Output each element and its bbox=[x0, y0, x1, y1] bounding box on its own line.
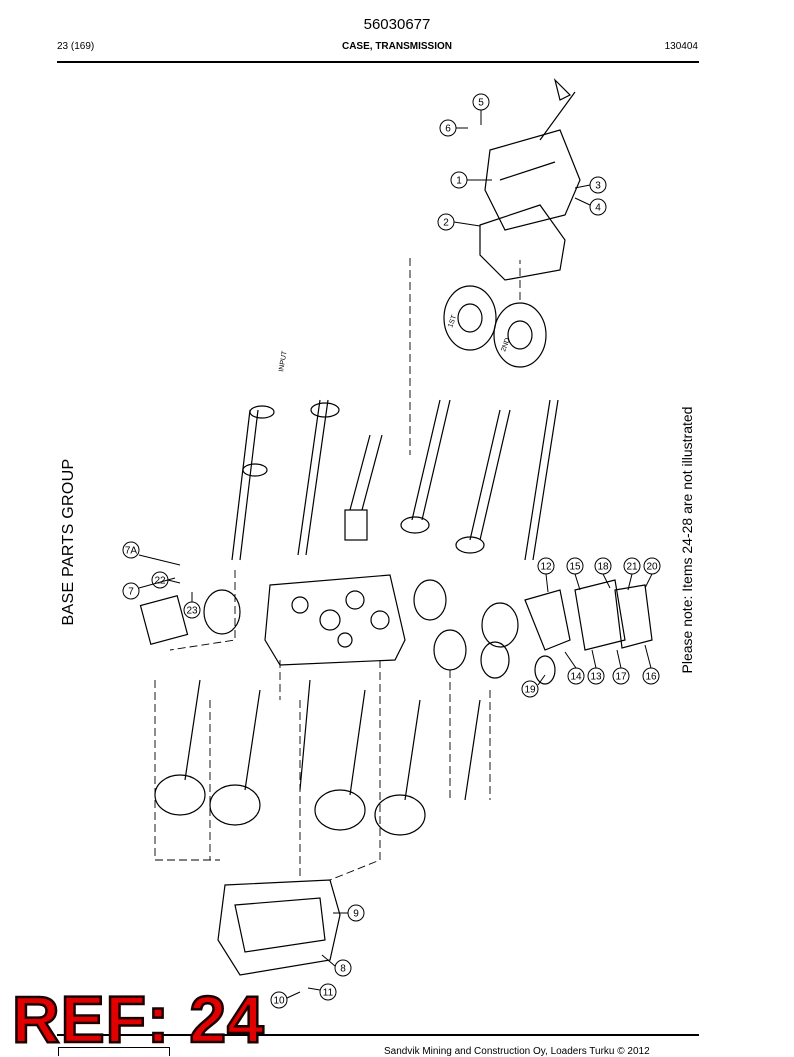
document-number: 56030677 bbox=[363, 16, 431, 33]
valve-block bbox=[139, 595, 189, 645]
svg-text:9: 9 bbox=[353, 909, 359, 920]
svg-text:8: 8 bbox=[340, 964, 346, 975]
input-label: INPUT bbox=[278, 350, 289, 373]
svg-text:7: 7 bbox=[128, 587, 134, 598]
svg-text:12: 12 bbox=[540, 562, 552, 573]
callout-15: 15 bbox=[566, 557, 584, 591]
callout-20: 20 bbox=[643, 557, 661, 589]
svg-text:11: 11 bbox=[323, 988, 334, 999]
side-cover bbox=[614, 584, 653, 649]
top-cover bbox=[484, 78, 581, 231]
callout-5: 5 bbox=[472, 93, 490, 125]
main-housing bbox=[264, 574, 406, 666]
gear-a bbox=[203, 589, 241, 635]
clutch-pack-2nd: 2ND bbox=[493, 302, 547, 368]
company-logo bbox=[58, 1047, 170, 1056]
svg-text:17: 17 bbox=[615, 672, 627, 683]
side-housing bbox=[524, 589, 571, 651]
svg-text:6: 6 bbox=[445, 124, 451, 135]
callout-4: 4 bbox=[574, 197, 607, 216]
callout-9: 9 bbox=[333, 904, 365, 922]
svg-text:20: 20 bbox=[646, 562, 658, 573]
section-title: CASE, TRANSMISSION bbox=[341, 41, 452, 52]
svg-text:18: 18 bbox=[597, 562, 609, 573]
callout-19: 19 bbox=[521, 674, 546, 698]
svg-text:3: 3 bbox=[595, 181, 601, 192]
callout-7a: 7A bbox=[122, 541, 181, 566]
callout-10: 10 bbox=[270, 991, 301, 1009]
housing-lower-1 bbox=[154, 774, 206, 816]
shaft-2nd bbox=[455, 409, 511, 554]
housing-lower-3 bbox=[314, 789, 366, 831]
svg-text:7A: 7A bbox=[125, 546, 138, 557]
svg-text:10: 10 bbox=[273, 996, 285, 1007]
ref-stamp: REF: 24 bbox=[11, 982, 265, 1056]
svg-text:1: 1 bbox=[456, 176, 462, 187]
callout-14: 14 bbox=[564, 651, 585, 685]
housing-lower-4 bbox=[374, 794, 426, 836]
callout-8: 8 bbox=[321, 954, 352, 977]
callout-6: 6 bbox=[439, 119, 468, 137]
svg-text:23: 23 bbox=[186, 606, 198, 617]
svg-text:22: 22 bbox=[154, 576, 166, 587]
svg-text:16: 16 bbox=[645, 672, 657, 683]
gear-d bbox=[481, 602, 519, 648]
callout-11: 11 bbox=[307, 983, 337, 1001]
header-rule bbox=[57, 61, 699, 63]
callout-21: 21 bbox=[623, 557, 641, 591]
gear-e bbox=[480, 641, 510, 679]
housing-lower-2 bbox=[209, 784, 261, 826]
gear-label-1st: 1ST bbox=[447, 314, 458, 329]
page-counter: 23 (169) bbox=[57, 41, 95, 52]
callout-22: 22 bbox=[151, 571, 181, 589]
callout-7: 7 bbox=[122, 577, 176, 600]
callout-12: 12 bbox=[537, 557, 555, 593]
callout-17: 17 bbox=[612, 649, 630, 685]
svg-text:19: 19 bbox=[524, 685, 536, 696]
oil-pan bbox=[217, 879, 341, 976]
svg-text:5: 5 bbox=[478, 98, 484, 109]
svg-text:4: 4 bbox=[595, 203, 601, 214]
callout-1: 1 bbox=[450, 171, 492, 189]
callouts: 1 2 3 4 5 6 7 7A bbox=[122, 93, 661, 1009]
footer-rule bbox=[57, 1034, 699, 1036]
callout-2: 2 bbox=[437, 213, 481, 231]
section-code: 130404 bbox=[664, 41, 698, 52]
callout-13: 13 bbox=[587, 649, 605, 685]
shaft-1st bbox=[400, 399, 451, 534]
callout-16: 16 bbox=[642, 644, 660, 685]
shaft-input bbox=[231, 405, 275, 561]
cover-gasket bbox=[479, 204, 566, 281]
svg-text:2: 2 bbox=[443, 218, 449, 229]
callout-18: 18 bbox=[594, 557, 612, 589]
svg-text:21: 21 bbox=[626, 562, 638, 573]
side-gasket bbox=[574, 579, 626, 651]
svg-text:15: 15 bbox=[569, 562, 581, 573]
svg-text:14: 14 bbox=[570, 672, 582, 683]
shaft-2 bbox=[297, 399, 340, 556]
seal-ring bbox=[534, 655, 556, 685]
callout-23: 23 bbox=[183, 592, 201, 619]
shaft-output bbox=[524, 399, 559, 561]
svg-text:13: 13 bbox=[590, 672, 602, 683]
clutch-pack-1st: 1ST bbox=[443, 285, 497, 351]
shaft-main bbox=[344, 434, 383, 541]
gear-label-2nd: 2ND bbox=[500, 337, 511, 353]
footer-copyright: Sandvik Mining and Construction Oy, Load… bbox=[384, 1046, 650, 1057]
gear-b bbox=[413, 579, 447, 621]
callout-3: 3 bbox=[574, 176, 607, 194]
gear-c bbox=[433, 629, 467, 671]
